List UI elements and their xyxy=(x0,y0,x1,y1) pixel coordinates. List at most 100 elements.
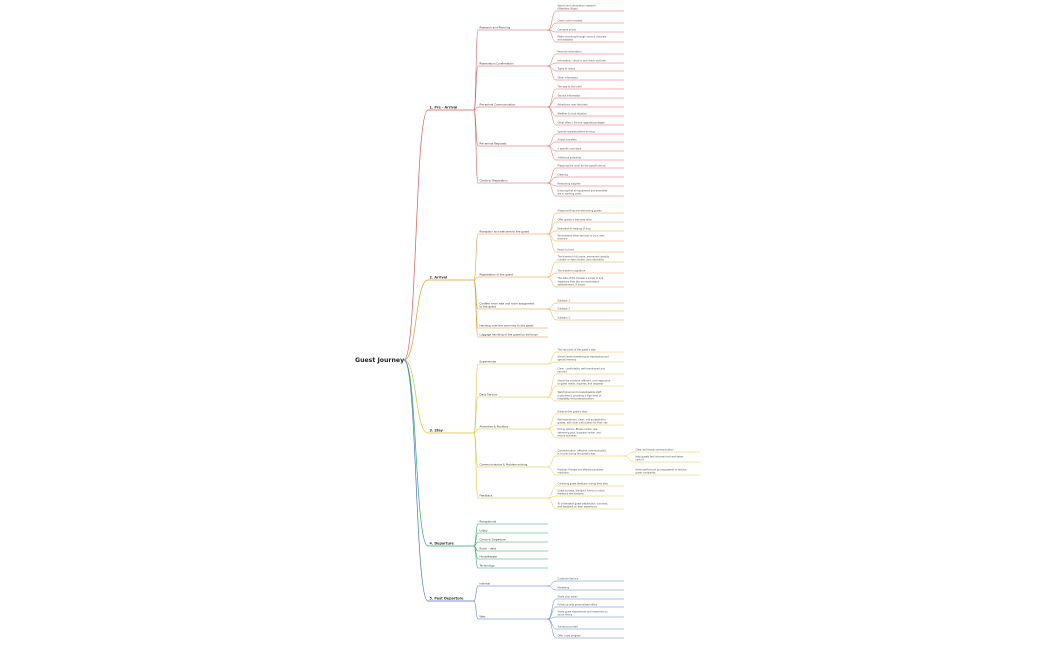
item-topic[interactable]: Surveys provided xyxy=(558,626,579,629)
item-topic[interactable]: Should be courtous, efficient, and respo… xyxy=(558,379,611,385)
item-topic[interactable]: Weather & local situation xyxy=(558,113,588,116)
group-topic[interactable]: Technology xyxy=(479,564,495,568)
group-topic[interactable]: Handing over the room key to the guest xyxy=(480,324,534,328)
group-topic[interactable]: Daily Service xyxy=(480,393,498,397)
group-topic[interactable]: Reservation Confirmation xyxy=(480,62,514,66)
item-topic[interactable]: A specific room type xyxy=(558,148,582,151)
stage-topic[interactable]: 1. Pre - Arrival xyxy=(430,106,458,110)
item-topic[interactable]: The key point of the guest's stay xyxy=(558,349,597,352)
item-topic[interactable]: Follow up with personalized offers xyxy=(558,604,598,607)
item-topic[interactable]: Additional amenities xyxy=(558,157,583,160)
item-topic[interactable]: Ensuring that all equipment and amenitie… xyxy=(558,189,609,195)
subitem-topic[interactable]: Help guests feel informed and well-taken… xyxy=(636,455,684,461)
item-topic[interactable]: Attractions near the hotel xyxy=(558,104,588,107)
item-topic[interactable]: Cleaning xyxy=(558,174,569,177)
label-line: special memory xyxy=(558,359,577,362)
group-topic[interactable]: Check-in Preparation xyxy=(480,179,508,183)
label-line: Hotel staff should be empowered to resol… xyxy=(636,468,687,471)
group-topic[interactable]: Communications & Problem-solving xyxy=(480,463,528,467)
group-topic[interactable]: Pre-arrival Requests xyxy=(480,142,508,146)
stage-connector xyxy=(403,359,429,434)
label-line: The way to the hotel xyxy=(558,86,582,89)
item-topic[interactable]: The traveler's full name, permanent iden… xyxy=(558,255,610,261)
group-topic[interactable]: Research and Planning xyxy=(480,26,511,30)
item-topic[interactable]: Personal information xyxy=(558,51,583,54)
group-topic[interactable]: Registration of the guest xyxy=(480,273,513,277)
item-topic[interactable]: Offer Loyal program xyxy=(558,635,582,638)
label-line: Subtopic 1 xyxy=(558,300,571,303)
item-topic[interactable]: Well-trained and knowledgeable staff(cus… xyxy=(558,391,602,401)
item-topic[interactable]: The way to the hotel xyxy=(558,86,582,89)
label-line: Well-trained and knowledgeable staff xyxy=(558,391,602,394)
label-line: 1. Pre - Arrival xyxy=(430,106,458,110)
item-topic[interactable]: Information: check-in and check-out time xyxy=(558,60,607,63)
subitem-connector xyxy=(623,451,635,457)
group-topic[interactable]: Room - desk xyxy=(480,547,497,551)
stage-topic[interactable]: 2. Arrival xyxy=(430,276,448,280)
item-topic[interactable]: Customer Service xyxy=(558,578,579,581)
item-topic[interactable]: Reach to front xyxy=(558,249,575,252)
group-topic[interactable]: Web xyxy=(480,615,486,619)
item-topic[interactable]: The date of the traveler's arrival in an… xyxy=(558,277,604,287)
item-topic[interactable]: Marketing xyxy=(558,587,570,590)
label-line: social media xyxy=(558,614,573,617)
item-topic[interactable]: Dining options, fitness center, spa,swim… xyxy=(558,428,602,438)
item-topic[interactable]: Check online reviews xyxy=(558,20,583,23)
item-topic[interactable]: Should leave something as impressions an… xyxy=(558,355,610,361)
stage-topic[interactable]: 5. Post Departure xyxy=(430,597,465,601)
item-connector xyxy=(547,580,557,587)
label-line: Reach to front xyxy=(558,249,575,252)
group-topic[interactable]: Lobby xyxy=(480,529,489,533)
item-topic[interactable]: To understand guest satisfaction, concer… xyxy=(558,502,609,508)
item-topic[interactable]: Subtopic 1 xyxy=(558,300,571,303)
item-topic[interactable]: Collecting guest feedback during their s… xyxy=(558,483,609,486)
subitem-topic[interactable]: Clear and timely communication xyxy=(636,449,675,452)
subitem-topic[interactable]: Hotel staff should be empowered to resol… xyxy=(636,468,687,474)
item-topic[interactable]: Preparing the room for the guest's arriv… xyxy=(558,165,607,168)
item-topic[interactable]: Share your email xyxy=(558,596,578,599)
item-topic[interactable]: Types of rooms xyxy=(558,68,576,71)
item-topic[interactable]: Compare prices xyxy=(558,29,577,32)
group-topic[interactable]: Internal xyxy=(480,582,491,586)
item-topic[interactable]: Search and information research(Websites… xyxy=(558,4,597,10)
item-topic[interactable]: Well-maintained, clean, and accessible t… xyxy=(558,418,609,424)
label-line: Follow up with personalized offers xyxy=(558,604,598,607)
group-topic[interactable]: Feedback xyxy=(480,494,493,498)
group-topic[interactable]: Luggage handling of the guest by bell bo… xyxy=(480,333,539,337)
item-topic[interactable]: Enhance the guest's stay xyxy=(558,411,588,414)
item-topic[interactable]: Offer guests a welcome drink xyxy=(558,219,593,222)
stage-topic[interactable]: 4. Departure xyxy=(430,542,455,546)
item-topic[interactable]: Special requests before arriving xyxy=(558,131,596,134)
item-topic[interactable]: Service information xyxy=(558,95,581,98)
stage-topic[interactable]: 3. Stay xyxy=(430,429,444,433)
group-topic[interactable]: Amenities & Facilities xyxy=(480,425,509,429)
item-topic[interactable]: Dedicated to helping (if any) xyxy=(558,228,591,231)
group-topic[interactable]: Receptionist xyxy=(480,520,497,524)
group-connector xyxy=(473,545,479,569)
item-connector xyxy=(547,424,557,430)
item-topic[interactable]: Always smiling and welcoming guests xyxy=(558,210,603,213)
item-topic[interactable]: Other information xyxy=(558,77,579,80)
root-topic[interactable]: Guest Journey xyxy=(355,357,404,364)
item-topic[interactable]: Airport transfers xyxy=(558,139,578,142)
label-line: Confirm room rate and room assignment xyxy=(480,301,535,305)
item-topic[interactable]: The traveler's signature xyxy=(558,270,586,273)
item-topic[interactable]: Subtopic 3 xyxy=(558,317,571,320)
group-topic[interactable]: Check-in Departure xyxy=(480,538,507,542)
group-topic[interactable]: Experiences xyxy=(480,360,497,364)
label-line: The traveler's full name, permanent iden… xyxy=(558,255,610,258)
item-topic[interactable]: Subtopic 2 xyxy=(558,308,571,311)
item-topic[interactable]: Restocking supplies xyxy=(558,183,582,186)
group-topic[interactable]: Reception and welcome to the guest xyxy=(480,230,529,234)
item-topic[interactable]: Other offers / Service upgrade packages xyxy=(558,122,606,125)
group-topic[interactable]: Housekeeper xyxy=(480,555,499,559)
group-topic[interactable]: Pre-arrival Communication xyxy=(480,103,516,107)
